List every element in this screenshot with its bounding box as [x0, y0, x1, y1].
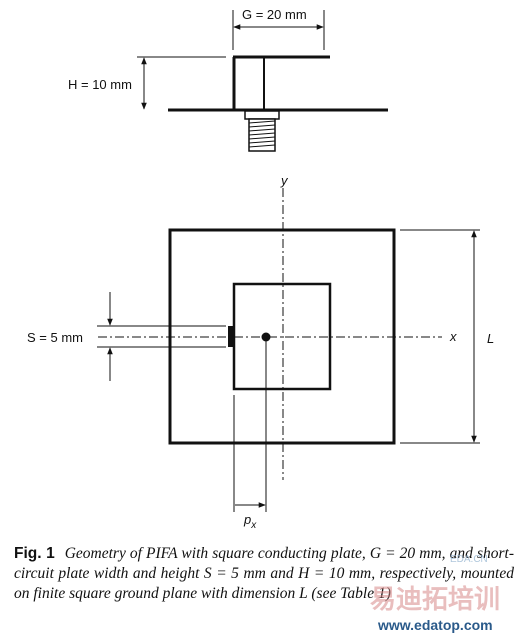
l-dimension-label: L	[487, 331, 494, 346]
l-dimension: L	[400, 229, 494, 444]
caption-text: Geometry of PIFA with square conducting …	[14, 545, 514, 602]
px-dimension: px	[233, 341, 267, 531]
y-axis-label: y	[280, 173, 289, 188]
feed-point	[261, 332, 271, 342]
s-dimension: S = 5 mm	[27, 292, 226, 381]
short-plate-marker	[228, 326, 233, 347]
g-dimension: G = 20 mm	[232, 7, 325, 50]
h-dimension: H = 10 mm	[68, 56, 226, 110]
x-axis-label: x	[449, 329, 457, 344]
coax-connector	[244, 110, 280, 152]
watermark-url: www.edatop.com	[377, 617, 493, 633]
s-dimension-label: S = 5 mm	[27, 330, 83, 345]
side-view: G = 20 mm H = 10 mm	[68, 7, 388, 152]
watermark-brand: 易迪拓培训	[370, 584, 500, 614]
plan-view: y x S = 5 mm L px	[27, 173, 494, 531]
watermark-logo: EDA.CN 易迪拓培训 www.edatop.com	[370, 554, 500, 633]
h-dimension-label: H = 10 mm	[68, 77, 132, 92]
watermark-site-small: EDA.CN	[450, 554, 488, 565]
g-dimension-label: G = 20 mm	[242, 7, 307, 22]
pifa-geometry-diagram: G = 20 mm H = 10 mm y x S = 5 mm	[27, 7, 494, 531]
figure-label: Fig. 1	[14, 545, 55, 562]
px-dimension-label: px	[243, 512, 257, 531]
